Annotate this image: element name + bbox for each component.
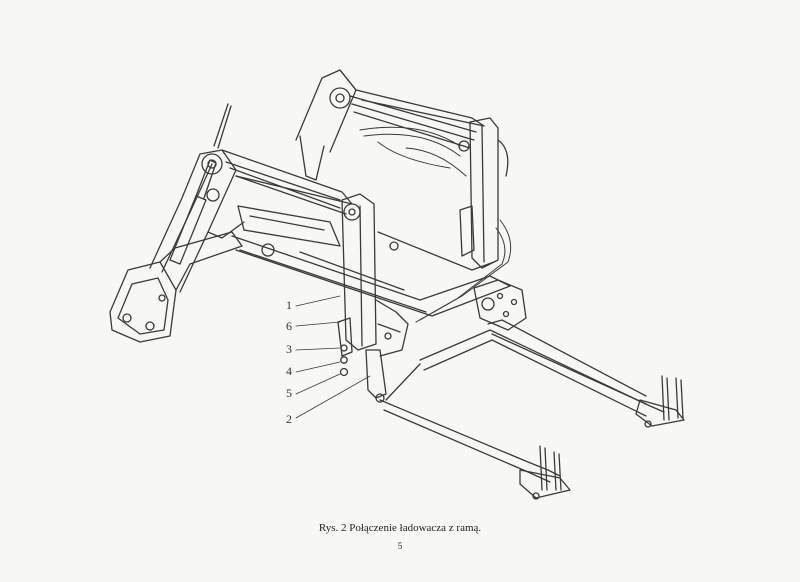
hydraulic-hoses xyxy=(359,126,512,323)
page-number: 5 xyxy=(397,541,403,551)
figure-caption: Rys. 2 Połączenie ładowacza z ramą. xyxy=(318,522,482,534)
left-fork-end xyxy=(519,445,571,500)
callout-1: 1 xyxy=(286,298,292,312)
right-bracket xyxy=(473,279,527,331)
front-upright-post xyxy=(341,193,409,357)
callout-3: 3 xyxy=(286,342,292,356)
callout-5: 5 xyxy=(286,386,292,400)
left-hydraulic-cylinder xyxy=(169,159,217,265)
right-fork-end xyxy=(635,375,685,428)
rear-lift-arm xyxy=(295,69,485,181)
callout-2: 2 xyxy=(286,412,292,426)
lower-support-rails xyxy=(379,319,665,483)
left-lift-arm xyxy=(149,103,245,293)
callout-6: 6 xyxy=(286,319,292,333)
cross-beam xyxy=(231,231,511,317)
callout-leader-lines xyxy=(295,295,371,419)
callout-4: 4 xyxy=(286,364,292,378)
rear-upright-post xyxy=(458,117,509,269)
mounting-plate xyxy=(337,317,387,403)
left-upper-arm xyxy=(221,149,353,247)
left-mount-bracket xyxy=(109,231,243,343)
